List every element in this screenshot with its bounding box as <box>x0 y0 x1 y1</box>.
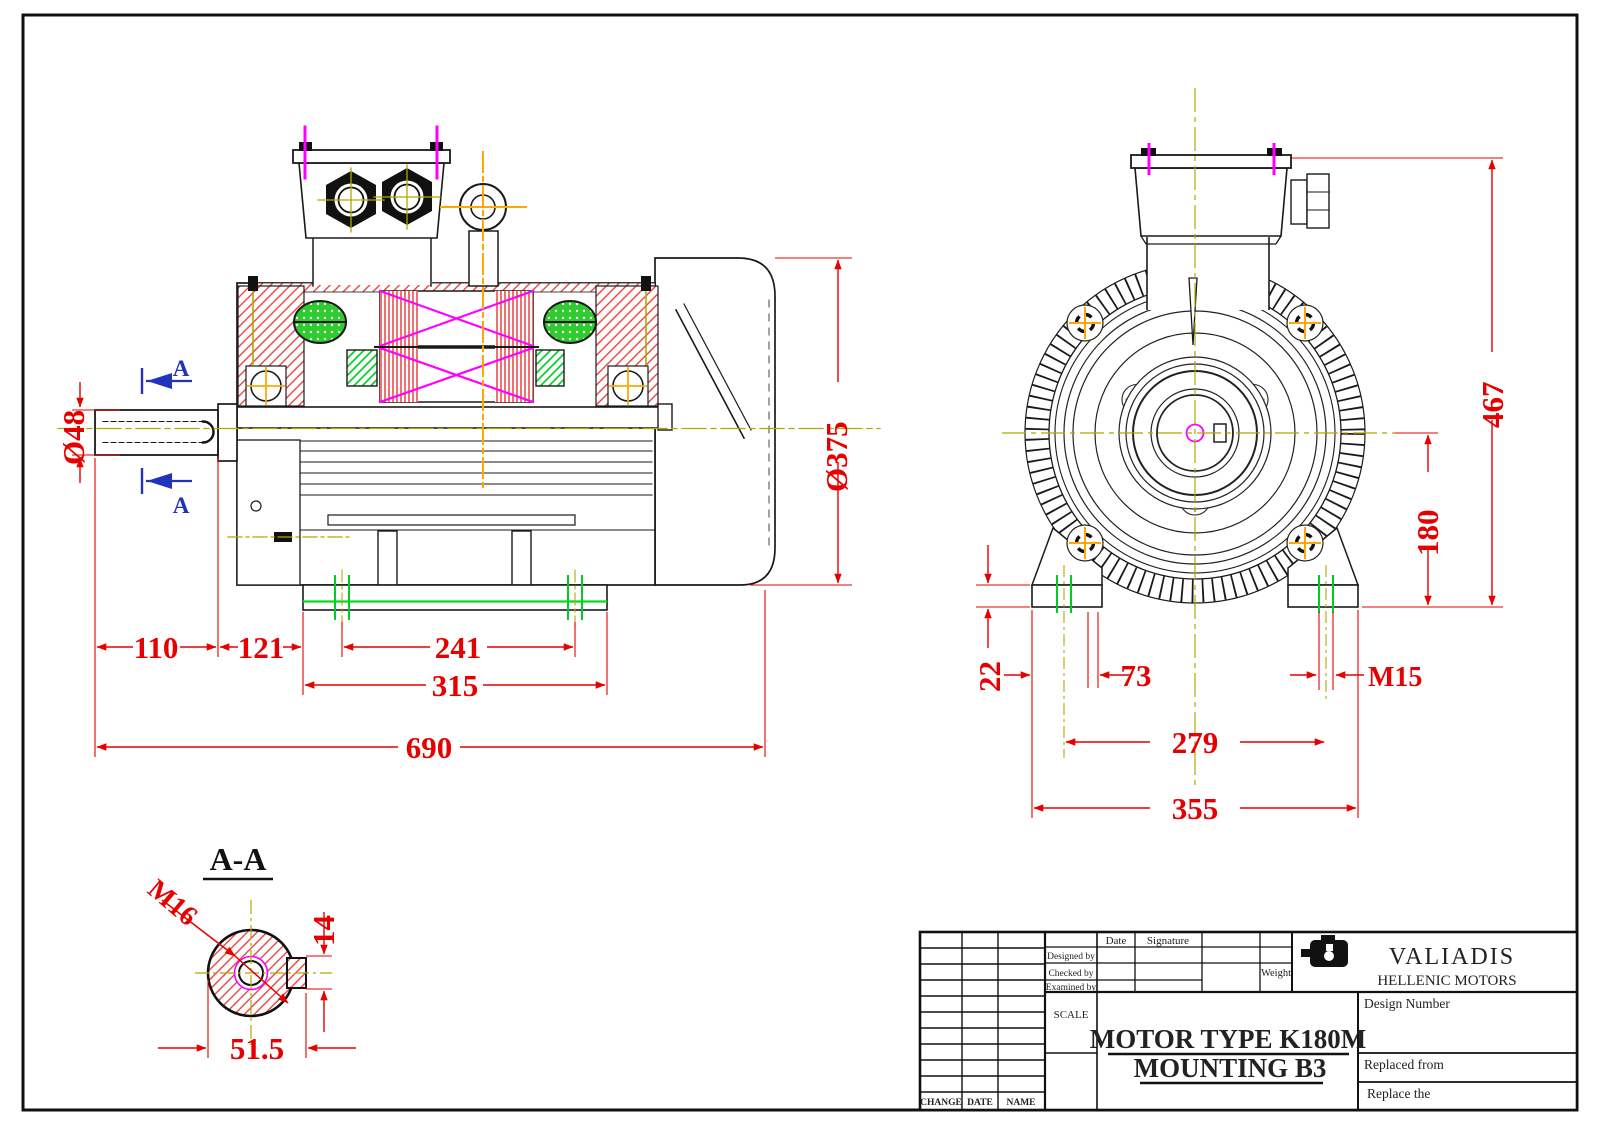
dim-foot-length: 315 <box>432 668 479 703</box>
end-shield-bolts <box>1066 304 1324 562</box>
weight-label: Weight <box>1261 968 1291 979</box>
foot-slot-marks-front <box>1056 575 1334 613</box>
dim-shaft-to-foot: 121 <box>238 630 285 665</box>
dim-foot-edge-to-slot: 73 <box>1121 658 1152 693</box>
section-cut-marks: A A <box>140 356 192 518</box>
foot-pad-left <box>1031 584 1103 608</box>
dim-shaft-length: 110 <box>134 630 179 665</box>
side-view-dimensions: Ø48 110 121 241 315 690 Ø375 <box>56 257 854 765</box>
foot-slot-marks-side <box>334 575 583 620</box>
examined-by-label: Examined by <box>1046 983 1097 993</box>
company-subtitle: HELLENIC MOTORS <box>1377 973 1516 989</box>
title-block: Date Signature Designed by Checked by Ex… <box>918 930 1579 1112</box>
terminal-box-front <box>1130 143 1330 245</box>
keyway-end <box>201 420 215 444</box>
dim-body-diameter: Ø375 <box>819 421 854 492</box>
replace-the-label: Replace the <box>1367 1086 1430 1101</box>
fan-cowl <box>654 257 776 586</box>
drawing-title-line2: MOUNTING B3 <box>1134 1053 1327 1083</box>
replaced-from-label: Replaced from <box>1364 1057 1444 1072</box>
drawing-title-line1: MOTOR TYPE K180M <box>1090 1024 1367 1054</box>
date-col-label: DATE <box>967 1098 993 1108</box>
dim-foot-slot-span-side: 241 <box>435 630 482 665</box>
dim-foot-slot-thread: M15 <box>1368 662 1422 693</box>
shaft-shoulder <box>217 403 238 462</box>
change-col-label: CHANGE <box>920 1098 962 1108</box>
design-number-label: Design Number <box>1364 996 1450 1011</box>
sheet-border <box>21 13 1579 1112</box>
section-aa: A-A M16 14 51.5 <box>142 841 356 1066</box>
fan-hub <box>657 403 673 431</box>
cooling-fins <box>264 440 656 531</box>
date-header: Date <box>1106 935 1127 947</box>
cut-label-bottom: A <box>173 493 190 518</box>
flange-housing <box>236 439 301 586</box>
section-title: A-A <box>210 841 267 877</box>
dim-foot-thickness: 22 <box>972 661 1007 692</box>
revision-grid <box>920 932 1045 1110</box>
grease-nipple-left <box>248 276 258 291</box>
gland-flange <box>1290 179 1308 225</box>
dim-overall-length: 690 <box>406 730 453 765</box>
terminal-box-side <box>292 125 451 287</box>
grease-nipple-right <box>641 276 651 291</box>
terminal-box-neck <box>1147 237 1269 310</box>
dim-shaft-center-height: 180 <box>1410 510 1445 557</box>
dim-foot-slot-span-front: 279 <box>1172 725 1219 760</box>
side-view <box>57 125 881 631</box>
dim-overall-height: 467 <box>1475 382 1510 429</box>
rotor-end-ring-right <box>535 349 565 387</box>
dim-shaft-diameter: Ø48 <box>56 410 91 465</box>
dim-foot-width: 355 <box>1172 791 1219 826</box>
name-col-label: NAME <box>1006 1098 1035 1108</box>
designed-by-label: Designed by <box>1047 952 1095 962</box>
lifting-eye <box>440 151 527 491</box>
foot-pad-side <box>302 584 608 611</box>
stator-core-section <box>374 289 539 404</box>
foot-pad-right <box>1287 584 1359 608</box>
gland-body <box>1306 173 1330 229</box>
signature-header: Signature <box>1147 935 1189 947</box>
front-view <box>1002 88 1395 785</box>
checked-by-label: Checked by <box>1048 969 1093 979</box>
dim-key-width: 14 <box>306 915 341 946</box>
shaft <box>94 409 219 456</box>
company-name: VALIADIS <box>1389 944 1515 970</box>
fan-blade <box>674 308 746 440</box>
scale-label: SCALE <box>1054 1009 1089 1021</box>
cut-label-top: A <box>173 356 190 381</box>
front-view-dimensions: 467 180 22 73 M15 279 355 <box>972 157 1510 826</box>
company-logo <box>1301 935 1348 967</box>
dim-key-flat-height: 51.5 <box>230 1031 284 1066</box>
rotor-end-ring-left <box>346 349 378 387</box>
